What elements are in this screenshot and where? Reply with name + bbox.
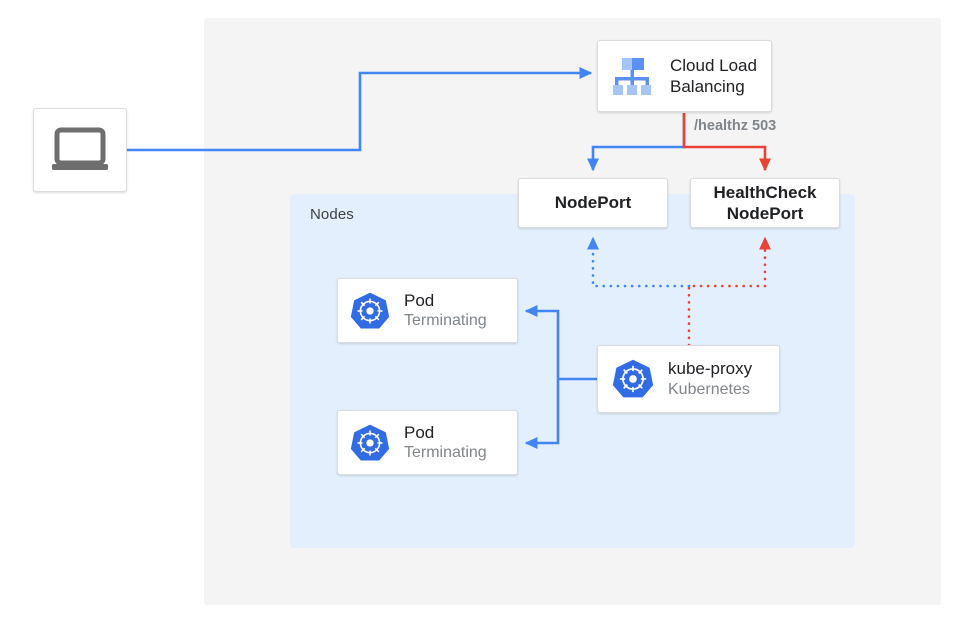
pod-2-status: Terminating <box>404 444 487 462</box>
kubernetes-icon <box>350 291 390 331</box>
cloud-load-balancing-icon <box>608 52 656 100</box>
healthcheck-nodeport-texts: HealthCheck NodePort <box>714 182 817 225</box>
healthcheck-nodeport-label-line2: NodePort <box>726 204 804 223</box>
kube-proxy-texts: kube-proxy Kubernetes <box>668 358 752 399</box>
kubernetes-icon <box>612 358 654 400</box>
node-pod-2[interactable]: Pod Terminating <box>337 410 518 475</box>
laptop-icon <box>51 127 109 173</box>
pod-1-texts: Pod Terminating <box>404 290 487 331</box>
nodes-region-label: Nodes <box>310 206 354 223</box>
healthcheck-nodeport-label-line1: HealthCheck <box>713 182 817 202</box>
kube-proxy-sublabel: Kubernetes <box>668 380 750 398</box>
node-cloud-load-balancing[interactable]: Cloud Load Balancing <box>597 40 772 112</box>
node-pod-1[interactable]: Pod Terminating <box>337 278 518 343</box>
healthz-annotation-label: /healthz 503 <box>694 118 777 134</box>
cloud-load-balancing-texts: Cloud Load Balancing <box>670 55 757 98</box>
node-healthcheck-nodeport[interactable]: HealthCheck NodePort <box>690 178 840 228</box>
cloud-load-balancing-label-line1: Cloud Load <box>670 55 757 75</box>
node-kube-proxy[interactable]: kube-proxy Kubernetes <box>597 345 780 413</box>
node-nodeport[interactable]: NodePort <box>518 178 668 228</box>
nodeport-label: NodePort <box>554 193 632 213</box>
cloud-load-balancing-label-line2: Balancing <box>670 77 745 96</box>
pod-1-label: Pod <box>404 290 435 310</box>
kubernetes-icon <box>350 423 390 463</box>
pod-2-texts: Pod Terminating <box>404 422 487 463</box>
kube-proxy-label: kube-proxy <box>668 359 753 379</box>
pod-1-status: Terminating <box>404 312 487 330</box>
node-client[interactable] <box>33 108 127 192</box>
pod-2-label: Pod <box>404 422 435 442</box>
